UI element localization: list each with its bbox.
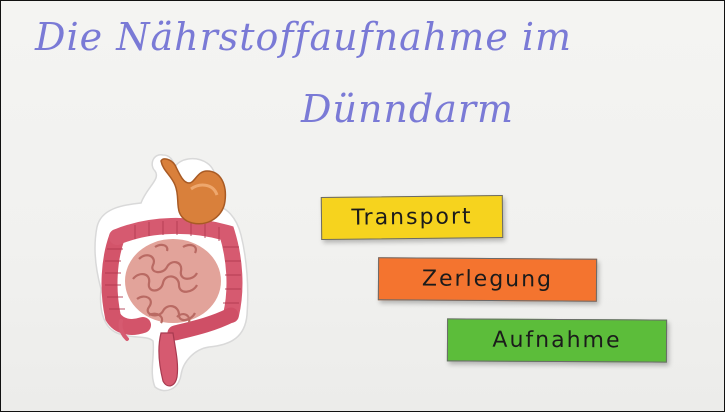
card-zerlegung: Zerlegung xyxy=(378,257,597,302)
card-aufnahme: Aufnahme xyxy=(447,318,667,362)
title-line-1: Die Nährstoffaufnahme im xyxy=(35,15,572,59)
title-line-2: Dünndarm xyxy=(301,87,514,131)
card-transport: Transport xyxy=(321,195,503,240)
digestive-system-icon xyxy=(91,149,251,395)
